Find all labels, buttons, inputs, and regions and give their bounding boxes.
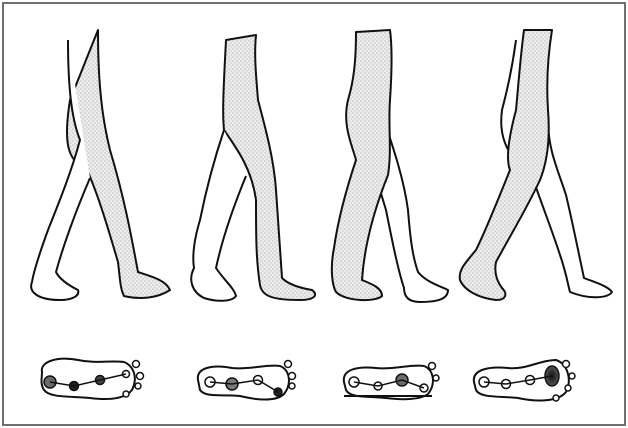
toe-mark	[285, 361, 292, 368]
toe-mark	[433, 375, 439, 381]
toe-mark	[123, 391, 129, 397]
toe-mark	[563, 361, 570, 368]
toe-mark	[429, 363, 436, 370]
toe-mark	[553, 395, 559, 401]
toe-mark	[565, 385, 571, 391]
toe-mark	[133, 361, 140, 368]
footprint-stage-3	[344, 363, 439, 400]
toe-mark	[289, 373, 296, 380]
toe-mark	[569, 373, 575, 379]
toe-mark	[135, 383, 141, 389]
toe-mark	[137, 373, 144, 380]
footprint-stage-1	[42, 359, 144, 399]
toe-mark	[289, 383, 295, 389]
